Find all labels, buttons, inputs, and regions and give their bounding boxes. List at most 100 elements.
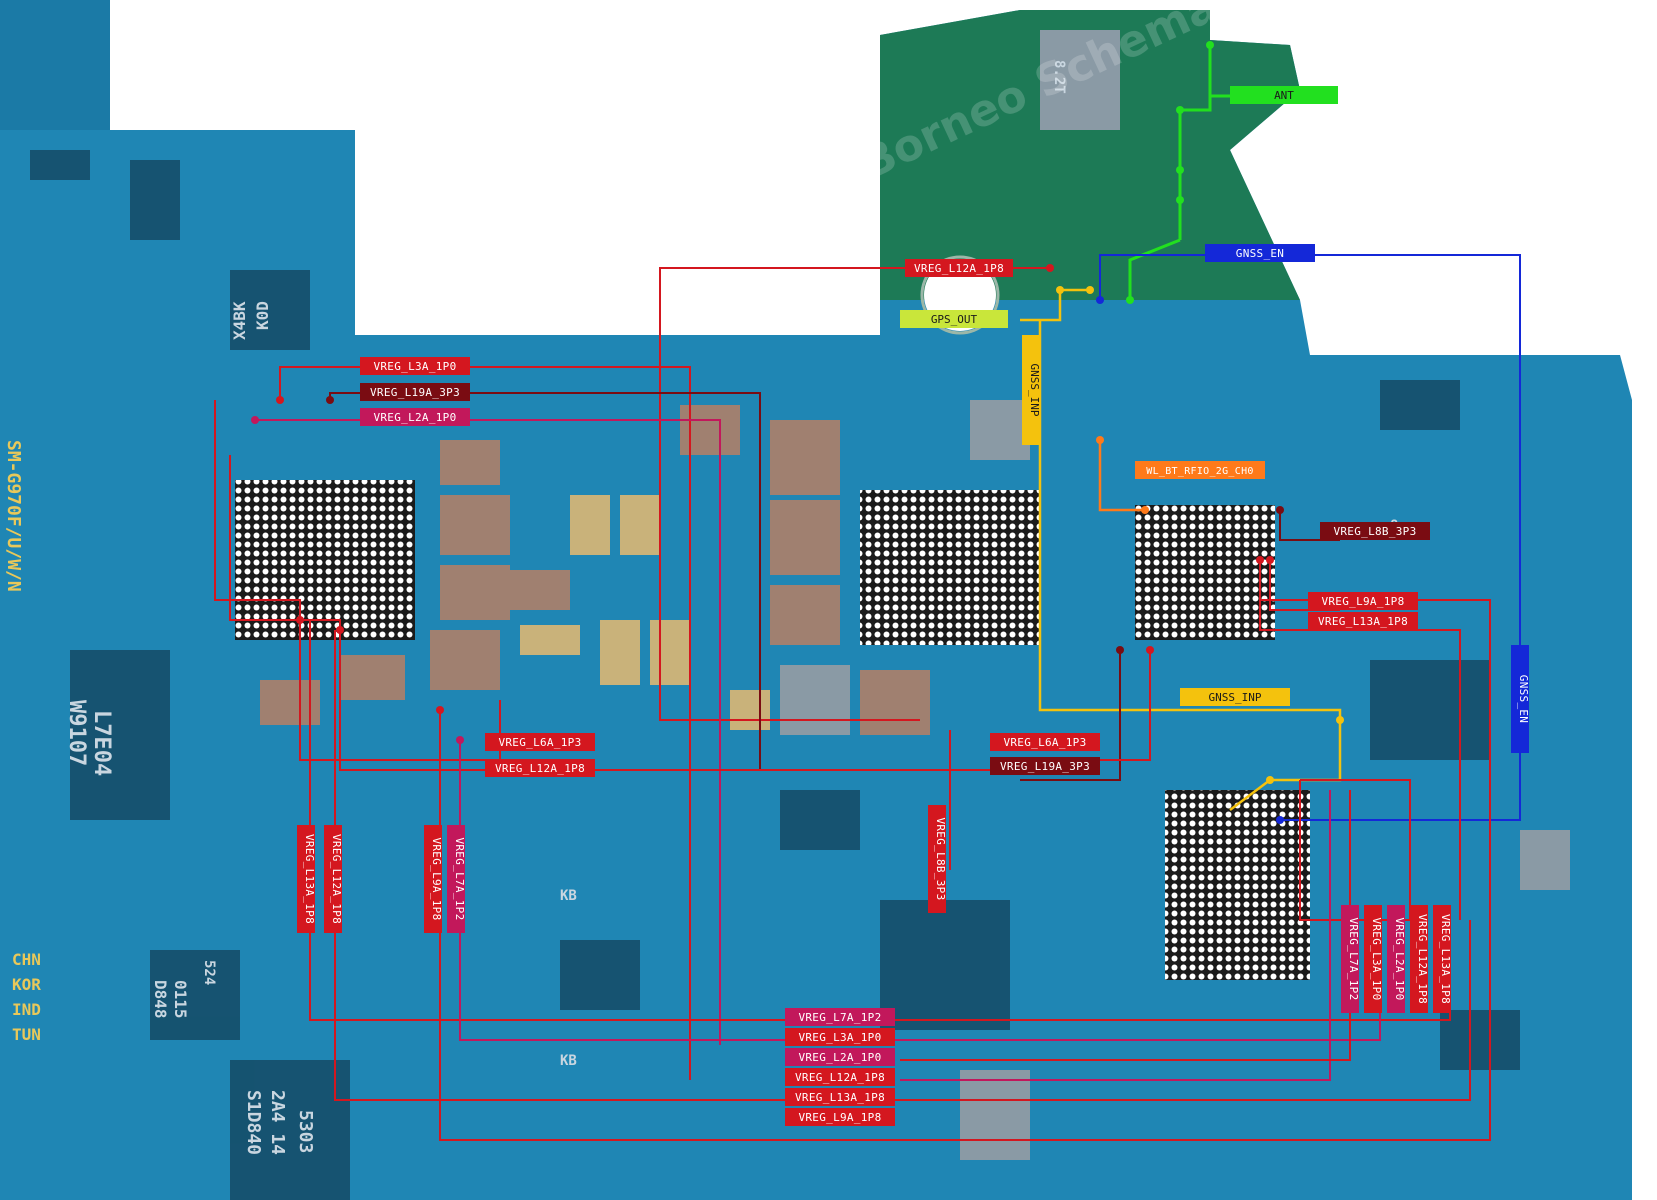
chip-marking: L7E04 xyxy=(89,710,114,776)
label-bottom-l9a: VREG_L9A_1P8 xyxy=(785,1108,895,1126)
label-right-l13a: VREG_L13A_1P8 xyxy=(1433,905,1452,1013)
model-text: SM-G970F/U/W/N xyxy=(3,440,24,592)
chip-marking: 0115 xyxy=(171,980,190,1019)
chip-marking: KB xyxy=(560,1053,577,1069)
label-vreg-l13a-vertical: VREG_L13A_1P8 xyxy=(297,825,316,933)
svg-text:GNSS_INP: GNSS_INP xyxy=(1209,691,1262,704)
svg-text:VREG_L13A_1P8: VREG_L13A_1P8 xyxy=(795,1091,885,1104)
svg-text:GNSS_INP: GNSS_INP xyxy=(1028,364,1041,417)
svg-text:VREG_L19A_3P3: VREG_L19A_3P3 xyxy=(370,386,460,399)
chip-marking: K0D xyxy=(253,301,272,330)
bga-chip-right xyxy=(1135,505,1275,640)
label-right-l12a: VREG_L12A_1P8 xyxy=(1410,905,1429,1013)
svg-text:VREG_L7A_1P2: VREG_L7A_1P2 xyxy=(1347,917,1360,1000)
svg-text:VREG_L13A_1P8: VREG_L13A_1P8 xyxy=(303,834,316,924)
svg-text:VREG_L12A_1P8: VREG_L12A_1P8 xyxy=(795,1071,885,1084)
svg-text:VREG_L9A_1P8: VREG_L9A_1P8 xyxy=(798,1111,881,1124)
svg-text:GNSS_EN: GNSS_EN xyxy=(1517,675,1530,723)
svg-text:VREG_L12A_1P8: VREG_L12A_1P8 xyxy=(1416,914,1429,1004)
svg-text:GPS_OUT: GPS_OUT xyxy=(931,313,978,326)
label-vreg-l6a-mid: VREG_L6A_1P3 xyxy=(485,733,595,751)
chip-marking: X4BK xyxy=(230,301,249,340)
trace-vreg-l3a xyxy=(279,366,691,1080)
label-vreg-l6a-mid2: VREG_L6A_1P3 xyxy=(990,733,1100,751)
svg-text:VREG_L8B_3P3: VREG_L8B_3P3 xyxy=(934,817,947,900)
bga-chip-left xyxy=(235,480,415,640)
bga-chip-lower-right xyxy=(1165,790,1310,980)
svg-text:VREG_L19A_3P3: VREG_L19A_3P3 xyxy=(1000,760,1090,773)
svg-text:VREG_L3A_1P0: VREG_L3A_1P0 xyxy=(1370,917,1383,1000)
region-code: TUN xyxy=(12,1025,41,1044)
silver-inductors xyxy=(780,30,1570,1160)
svg-text:VREG_L3A_1P0: VREG_L3A_1P0 xyxy=(798,1031,881,1044)
label-vreg-l19a-left: VREG_L19A_3P3 xyxy=(360,383,470,401)
svg-text:VREG_L12A_1P8: VREG_L12A_1P8 xyxy=(914,262,1004,275)
label-vreg-l9a-right: VREG_L9A_1P8 xyxy=(1308,592,1418,610)
label-bottom-l2a: VREG_L2A_1P0 xyxy=(785,1048,895,1066)
label-bottom-l12a: VREG_L12A_1P8 xyxy=(785,1068,895,1086)
signal-pads xyxy=(251,41,1344,824)
svg-text:VREG_L6A_1P3: VREG_L6A_1P3 xyxy=(498,736,581,749)
label-bottom-l3a: VREG_L3A_1P0 xyxy=(785,1028,895,1046)
label-gnss-inp-vertical: GNSS_INP xyxy=(1022,335,1041,445)
label-right-l2a: VREG_L2A_1P0 xyxy=(1387,905,1406,1013)
svg-text:VREG_L7A_1P2: VREG_L7A_1P2 xyxy=(798,1011,881,1024)
trace-l19a-r xyxy=(1020,650,1121,781)
chip-marking: W9107 xyxy=(64,700,89,766)
svg-text:VREG_L2A_1P0: VREG_L2A_1P0 xyxy=(1393,917,1406,1000)
svg-text:VREG_L2A_1P0: VREG_L2A_1P0 xyxy=(798,1051,881,1064)
label-vreg-l12a-top: VREG_L12A_1P8 xyxy=(905,259,1013,277)
pcb-top-left-tab xyxy=(0,0,110,130)
label-vreg-l2a-left: VREG_L2A_1P0 xyxy=(360,408,470,426)
region-code: CHN xyxy=(12,950,41,969)
label-vreg-l9a-vertical: VREG_L9A_1P8 xyxy=(424,825,443,933)
label-bottom-l7a: VREG_L7A_1P2 xyxy=(785,1008,895,1026)
trace-gnss-en xyxy=(1099,254,1521,821)
chip-marking: 524 xyxy=(201,960,217,985)
svg-text:GNSS_EN: GNSS_EN xyxy=(1236,247,1284,260)
svg-text:VREG_L7A_1P2: VREG_L7A_1P2 xyxy=(453,837,466,920)
svg-text:VREG_L13A_1P8: VREG_L13A_1P8 xyxy=(1318,615,1408,628)
label-vreg-l13a-right: VREG_L13A_1P8 xyxy=(1308,612,1418,630)
svg-text:VREG_L12A_1P8: VREG_L12A_1P8 xyxy=(495,762,585,775)
label-vreg-l7a-vertical: VREG_L7A_1P2 xyxy=(447,825,466,933)
label-bottom-l13a: VREG_L13A_1P8 xyxy=(785,1088,895,1106)
svg-text:VREG_L9A_1P8: VREG_L9A_1P8 xyxy=(1321,595,1404,608)
region-code: KOR xyxy=(12,975,41,994)
component-field xyxy=(30,150,1520,1200)
label-gnss-en-top: GNSS_EN xyxy=(1205,244,1315,262)
label-vreg-l12a-vertical: VREG_L12A_1P8 xyxy=(324,825,343,933)
svg-text:VREG_L2A_1P0: VREG_L2A_1P0 xyxy=(373,411,456,424)
svg-text:VREG_L8B_3P3: VREG_L8B_3P3 xyxy=(1333,525,1416,538)
label-wl-bt: WL_BT_RFIO_2G_CH0 xyxy=(1135,461,1265,479)
trace-ant xyxy=(1178,45,1212,240)
capacitor-field xyxy=(260,405,930,735)
svg-text:VREG_L6A_1P3: VREG_L6A_1P3 xyxy=(1003,736,1086,749)
label-vreg-l3a-left: VREG_L3A_1P0 xyxy=(360,357,470,375)
label-gps-out: GPS_OUT xyxy=(900,310,1008,328)
bga-chip-center xyxy=(860,490,1040,645)
svg-text:WL_BT_RFIO_2G_CH0: WL_BT_RFIO_2G_CH0 xyxy=(1146,466,1253,477)
pcb-antenna-area xyxy=(880,10,1300,300)
svg-text:VREG_L3A_1P0: VREG_L3A_1P0 xyxy=(373,360,456,373)
region-code: IND xyxy=(12,1000,41,1019)
label-right-l7a: VREG_L7A_1P2 xyxy=(1341,905,1360,1013)
chip-marking: S1D840 xyxy=(243,1090,264,1155)
chip-marking: 5303 xyxy=(295,1110,316,1153)
label-vreg-l8b-vertical: VREG_L8B_3P3 xyxy=(928,805,947,913)
label-right-l3a: VREG_L3A_1P0 xyxy=(1364,905,1383,1013)
mounting-hole-ring xyxy=(920,255,1000,335)
label-ant: ANT xyxy=(1230,86,1338,104)
oscillator-marking: 8.2T xyxy=(1051,60,1067,94)
label-gnss-en-vertical: GNSS_EN xyxy=(1511,645,1530,753)
svg-text:VREG_L9A_1P8: VREG_L9A_1P8 xyxy=(430,837,443,920)
label-gnss-inp-horizontal: GNSS_INP xyxy=(1180,688,1290,706)
label-vreg-l8b-right: VREG_L8B_3P3 xyxy=(1320,522,1430,540)
svg-text:VREG_L12A_1P8: VREG_L12A_1P8 xyxy=(330,834,343,924)
label-vreg-l12a-mid: VREG_L12A_1P8 xyxy=(485,759,595,777)
pcb-right-edge xyxy=(1632,355,1657,1200)
trace-wl-bt xyxy=(1098,440,1145,512)
chip-marking: D848 xyxy=(151,980,170,1019)
svg-text:VREG_L13A_1P8: VREG_L13A_1P8 xyxy=(1439,914,1452,1004)
